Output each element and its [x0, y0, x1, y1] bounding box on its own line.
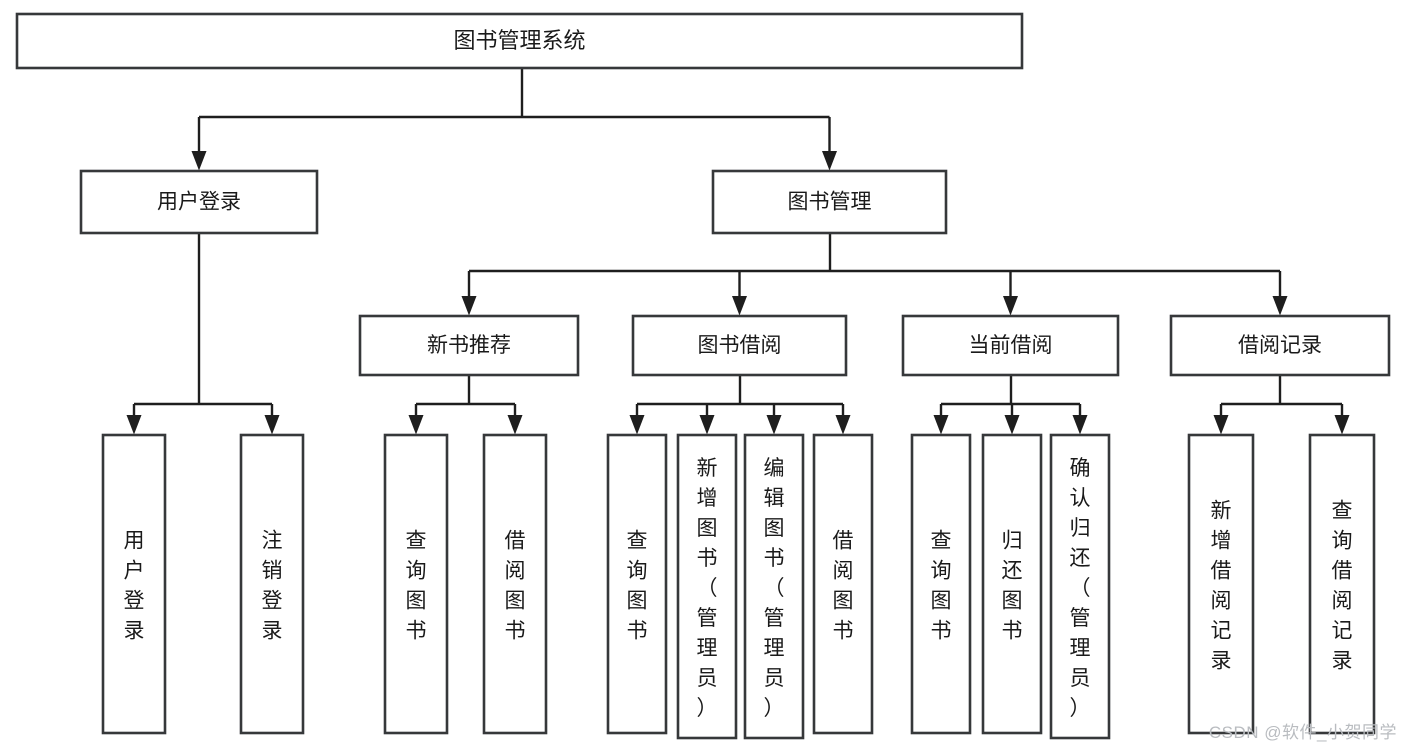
- connector-user-login: [126, 233, 280, 435]
- node-label: 借阅记录: [1238, 334, 1322, 357]
- node-box: [631, 314, 848, 377]
- node-label: 归还图书: [1002, 529, 1023, 642]
- arrowhead-icon: [629, 415, 645, 435]
- connector-current-borrow: [933, 375, 1088, 435]
- node-box: [101, 433, 167, 735]
- csdn-watermark: CSDN @软件_小贺同学: [1208, 723, 1397, 742]
- arrowhead-icon: [507, 415, 523, 435]
- node-box: [910, 433, 972, 735]
- node-box: [981, 433, 1043, 735]
- arrowhead-icon: [408, 415, 424, 435]
- node-layer: 图书管理系统用户登录图书管理新书推荐图书借阅当前借阅借阅记录用户登录注销登录查询…: [15, 12, 1391, 740]
- connector-book-manage: [461, 233, 1288, 316]
- node-box: [79, 169, 319, 235]
- node-leaf-borrow-book-1[interactable]: 借阅图书: [482, 433, 548, 735]
- node-label: 注销登录: [262, 529, 283, 642]
- node-user-login[interactable]: 用户登录: [79, 169, 319, 235]
- node-label: 借阅图书: [505, 529, 526, 642]
- node-box: [1169, 314, 1391, 377]
- node-leaf-query-book-2[interactable]: 查询图书: [606, 433, 668, 735]
- node-label: 确认归还（管理员）: [1070, 457, 1091, 720]
- node-book-borrow[interactable]: 图书借阅: [631, 314, 848, 377]
- arrowhead-icon: [1003, 296, 1018, 316]
- node-label: 新书推荐: [427, 334, 511, 357]
- node-box: [901, 314, 1120, 377]
- node-borrow-record[interactable]: 借阅记录: [1169, 314, 1391, 377]
- arrowhead-icon: [461, 296, 477, 316]
- node-box: [15, 12, 1024, 70]
- node-book-manage[interactable]: 图书管理: [711, 169, 948, 235]
- node-label: 图书管理系统: [453, 28, 585, 53]
- arrowhead-icon: [732, 296, 747, 316]
- node-label: 新增图书（管理员）: [697, 457, 718, 720]
- arrowhead-icon: [1334, 415, 1350, 435]
- node-box: [383, 433, 449, 735]
- connector-root: [191, 68, 837, 171]
- node-current-borrow[interactable]: 当前借阅: [901, 314, 1120, 377]
- node-label: 查询借阅记录: [1332, 499, 1353, 672]
- node-box: [743, 433, 805, 740]
- node-box: [1308, 433, 1376, 735]
- node-leaf-confirm-return[interactable]: 确认归还（管理员）: [1049, 433, 1111, 740]
- node-label: 查询图书: [406, 529, 427, 642]
- connector-book-borrow: [629, 375, 851, 435]
- node-leaf-query-record[interactable]: 查询借阅记录: [1308, 433, 1376, 735]
- arrowhead-icon: [766, 415, 782, 435]
- arrowhead-icon: [822, 151, 837, 171]
- node-label: 查询图书: [627, 529, 648, 642]
- connector-borrow-record: [1213, 375, 1350, 435]
- node-leaf-user-login[interactable]: 用户登录: [101, 433, 167, 735]
- node-box: [711, 169, 948, 235]
- arrowhead-icon: [933, 415, 949, 435]
- node-label: 查询图书: [931, 529, 952, 642]
- node-label: 图书借阅: [698, 334, 782, 357]
- node-new-book-rec[interactable]: 新书推荐: [358, 314, 580, 377]
- node-leaf-query-book-3[interactable]: 查询图书: [910, 433, 972, 735]
- node-leaf-return-book[interactable]: 归还图书: [981, 433, 1043, 735]
- node-label: 当前借阅: [969, 334, 1053, 357]
- node-leaf-borrow-book-2[interactable]: 借阅图书: [812, 433, 874, 735]
- node-box: [1187, 433, 1255, 735]
- arrowhead-icon: [1072, 415, 1088, 435]
- node-box: [812, 433, 874, 735]
- arrowhead-icon: [264, 415, 280, 435]
- arrowhead-icon: [191, 151, 207, 171]
- node-leaf-add-record[interactable]: 新增借阅记录: [1187, 433, 1255, 735]
- node-label: 图书管理: [788, 191, 872, 214]
- node-leaf-query-book-1[interactable]: 查询图书: [383, 433, 449, 735]
- connector-new-book-rec: [408, 375, 523, 435]
- arrowhead-icon: [126, 415, 142, 435]
- node-box: [239, 433, 305, 735]
- node-root[interactable]: 图书管理系统: [15, 12, 1024, 70]
- arrowhead-icon: [1213, 415, 1229, 435]
- node-label: 借阅图书: [833, 529, 854, 642]
- node-leaf-edit-book[interactable]: 编辑图书（管理员）: [743, 433, 805, 740]
- node-box: [1049, 433, 1111, 740]
- node-box: [482, 433, 548, 735]
- connector-layer: [126, 68, 1350, 435]
- arrowhead-icon: [835, 415, 851, 435]
- node-leaf-user-logout[interactable]: 注销登录: [239, 433, 305, 735]
- arrowhead-icon: [1004, 415, 1020, 435]
- node-box: [676, 433, 738, 740]
- arrowhead-icon: [699, 415, 715, 435]
- node-label: 编辑图书（管理员）: [764, 457, 785, 720]
- node-box: [606, 433, 668, 735]
- arrowhead-icon: [1272, 296, 1288, 316]
- node-label: 用户登录: [157, 191, 241, 214]
- node-label: 新增借阅记录: [1211, 499, 1232, 672]
- node-box: [358, 314, 580, 377]
- node-leaf-add-book[interactable]: 新增图书（管理员）: [676, 433, 738, 740]
- node-label: 用户登录: [124, 529, 145, 642]
